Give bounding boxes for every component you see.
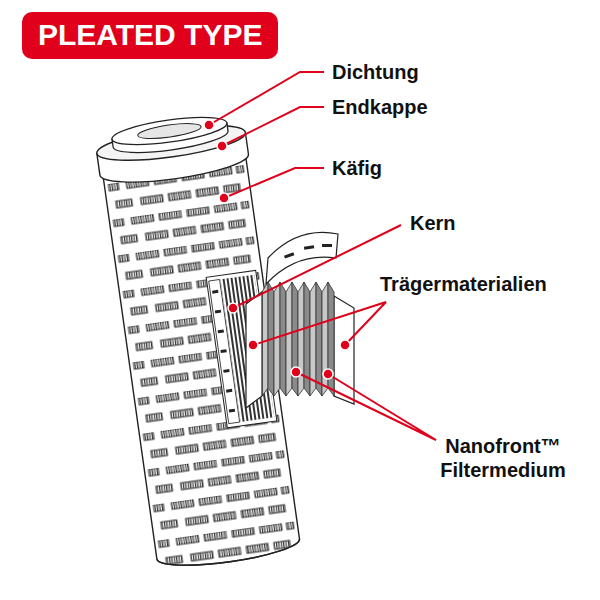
core-hole: [229, 409, 235, 413]
leader-line: [222, 107, 324, 146]
leader-dot: [291, 367, 301, 377]
core-hole: [220, 349, 226, 353]
part-label: Käfig: [332, 157, 382, 179]
pleat-face: [262, 282, 268, 396]
part-label-box: Endkappe: [332, 95, 428, 119]
leader-dot: [248, 340, 258, 350]
pleat-face: [316, 282, 322, 396]
pleat-face: [286, 282, 292, 396]
cartridge: [94, 110, 305, 574]
cage-slots: [103, 159, 301, 573]
part-label-box: Trägermaterialien: [380, 272, 547, 296]
leader-line: [209, 72, 324, 125]
core-hole: [304, 245, 314, 249]
part-label-box: Nanofront™ Filtermedium: [418, 434, 588, 482]
leader-dots: [204, 120, 350, 379]
title-banner: PLEATED TYPE: [22, 12, 278, 59]
cutaway-window: [206, 270, 277, 427]
core-hole: [223, 369, 229, 373]
leader-dot: [228, 303, 238, 313]
leader-dot: [217, 141, 227, 151]
leader-line: [233, 225, 401, 308]
core-hole: [212, 290, 218, 294]
pleat-face: [298, 282, 304, 396]
part-label: Nanofront™ Filtermedium: [440, 435, 566, 481]
seal-hole: [137, 121, 202, 142]
leader-line: [253, 302, 386, 345]
part-label: Trägermaterialien: [380, 273, 547, 295]
pleat-face: [292, 282, 298, 396]
pleat-face: [280, 282, 286, 396]
part-label-box: Dichtung: [332, 60, 419, 84]
leader-lines: [209, 72, 436, 440]
leader-dot: [219, 193, 229, 203]
part-label: Dichtung: [332, 61, 419, 83]
core-hole: [218, 329, 224, 333]
core-view: [209, 280, 240, 424]
core-hole: [284, 252, 294, 258]
support-sheet: [246, 292, 262, 408]
pleat-face: [274, 282, 280, 396]
part-label: Kern: [410, 212, 456, 234]
part-label: Endkappe: [332, 96, 428, 118]
core-hole: [215, 310, 221, 314]
leader-line: [296, 372, 436, 440]
core-segment: [266, 232, 338, 284]
leader-dot: [204, 120, 214, 130]
leader-dot: [323, 369, 333, 379]
leader-line: [224, 168, 324, 198]
leader-dot: [340, 340, 350, 350]
part-label-box: Kern: [410, 211, 456, 235]
core-hole: [322, 244, 332, 247]
part-label-box: Käfig: [332, 156, 382, 180]
exploded-section: [246, 232, 354, 408]
core-hole: [226, 389, 232, 393]
cage-bottom: [157, 539, 301, 572]
title: PLEATED TYPE: [38, 18, 262, 51]
cage-body: [103, 155, 301, 572]
seal-top: [110, 112, 228, 150]
